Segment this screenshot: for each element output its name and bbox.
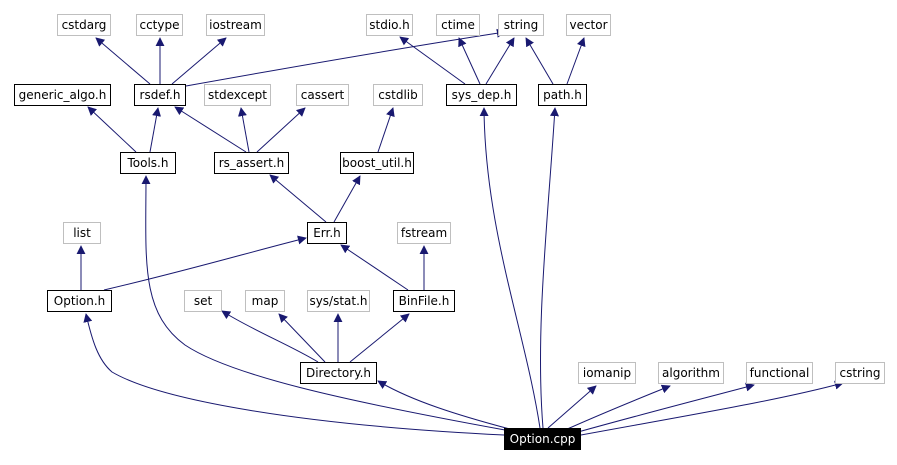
edge-cpp-option	[83, 313, 505, 436]
node-cstdarg[interactable]: cstdarg	[57, 14, 111, 36]
edge-cpp-iomanip	[547, 385, 597, 429]
edge-cpp-functional	[577, 382, 755, 433]
node-string[interactable]: string	[498, 14, 544, 36]
node-stdio-h[interactable]: stdio.h	[366, 14, 413, 36]
node-rs-assert-h[interactable]: rs_assert.h	[214, 152, 289, 174]
node-cstdlib[interactable]: cstdlib	[373, 84, 423, 106]
node-vector[interactable]: vector	[566, 14, 611, 36]
edge-sysdep-stdio	[399, 36, 466, 85]
node-sys-stat-h[interactable]: sys/stat.h	[307, 290, 370, 312]
node-ctime[interactable]: ctime	[436, 14, 480, 36]
node-binfile-h[interactable]: BinFile.h	[393, 290, 455, 312]
edge-directory-map	[278, 313, 326, 363]
edge-rsassert-cassert	[256, 107, 306, 153]
node-iomanip[interactable]: iomanip	[578, 362, 636, 384]
node-fstream[interactable]: fstream	[397, 222, 451, 244]
edge-tools-rsdef	[149, 107, 161, 153]
node-stdexcept[interactable]: stdexcept	[204, 84, 271, 106]
edge-rsdef-iostream	[171, 37, 227, 85]
edge-rsassert-stdexcept	[238, 107, 250, 153]
node-option-h[interactable]: Option.h	[47, 290, 112, 312]
edge-err-boost	[333, 175, 361, 223]
edge-rsdef-string	[185, 28, 506, 87]
edge-cpp-sysdep	[479, 107, 541, 429]
node-generic-algo-h[interactable]: generic_algo.h	[14, 84, 111, 106]
node-map[interactable]: map	[245, 290, 285, 312]
node-err-h[interactable]: Err.h	[307, 222, 347, 244]
node-iostream[interactable]: iostream	[206, 14, 265, 36]
edge-boost-cstdlib	[377, 107, 395, 153]
edge-cpp-cstring	[580, 380, 844, 436]
edge-cpp-tools	[141, 175, 506, 431]
node-path-h[interactable]: path.h	[538, 84, 587, 106]
edge-cpp-algorithm	[564, 384, 671, 431]
edges	[76, 28, 844, 436]
edge-path-vector	[566, 37, 586, 85]
node-option-cpp[interactable]: Option.cpp	[504, 428, 581, 450]
edge-tools-generic	[87, 106, 137, 153]
edge-cpp-directory	[377, 380, 526, 434]
edge-binfile-err	[340, 244, 409, 291]
node-cstring[interactable]: cstring	[835, 362, 885, 384]
node-tools-h[interactable]: Tools.h	[120, 152, 176, 174]
node-rsdef-h[interactable]: rsdef.h	[134, 84, 186, 106]
edge-rsassert-rsdef	[174, 106, 247, 153]
edge-err-rsassert	[269, 174, 327, 223]
node-list[interactable]: list	[63, 222, 101, 244]
edge-cpp-path	[539, 107, 559, 429]
node-sys-dep-h[interactable]: sys_dep.h	[446, 84, 517, 106]
node-boost-util-h[interactable]: boost_util.h	[340, 152, 414, 174]
node-functional[interactable]: functional	[746, 362, 813, 384]
node-algorithm[interactable]: algorithm	[658, 362, 724, 384]
node-cctype[interactable]: cctype	[136, 14, 183, 36]
edge-sysdep-ctime	[458, 37, 481, 85]
node-set[interactable]: set	[184, 290, 222, 312]
edge-path-string	[525, 37, 554, 85]
node-cassert[interactable]: cassert	[296, 84, 349, 106]
edge-sysdep-string	[485, 37, 515, 85]
node-directory-h[interactable]: Directory.h	[300, 362, 377, 384]
edge-directory-set	[221, 310, 319, 363]
edge-directory-binfile	[349, 313, 410, 363]
edge-option-err	[103, 235, 307, 291]
edge-rsdef-cstdarg	[95, 37, 151, 85]
